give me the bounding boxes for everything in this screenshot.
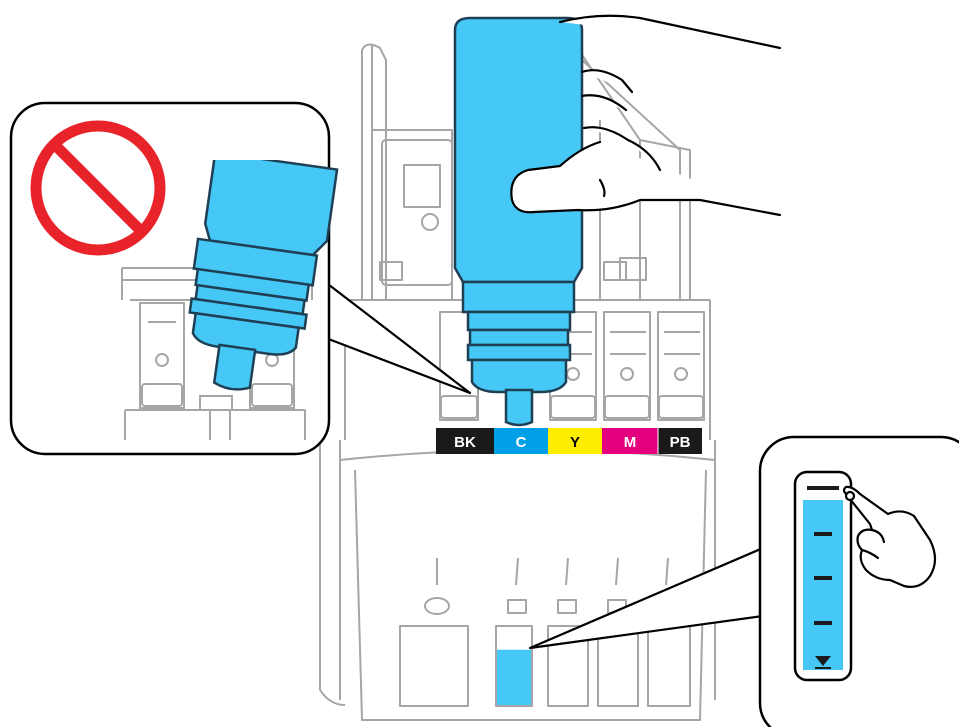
fill-level-inset: [530, 437, 959, 727]
ink-color-label-strip: BK C Y M PB: [436, 428, 702, 454]
cyan-ink-bottle: [455, 18, 582, 425]
ink-slot-m: M: [602, 428, 658, 454]
ink-slot-label: M: [624, 434, 637, 451]
ink-slot-bk: BK: [436, 428, 494, 454]
cyan-tank-fill: [497, 650, 531, 705]
ink-slot-label: PB: [670, 434, 691, 451]
ink-slot-label: C: [516, 434, 527, 451]
ink-slot-pb: PB: [658, 428, 702, 454]
ink-slot-label: BK: [454, 434, 476, 451]
ink-slot-label: Y: [570, 434, 580, 451]
ink-slot-y: Y: [548, 428, 602, 454]
ink-slot-c: C: [494, 428, 548, 454]
